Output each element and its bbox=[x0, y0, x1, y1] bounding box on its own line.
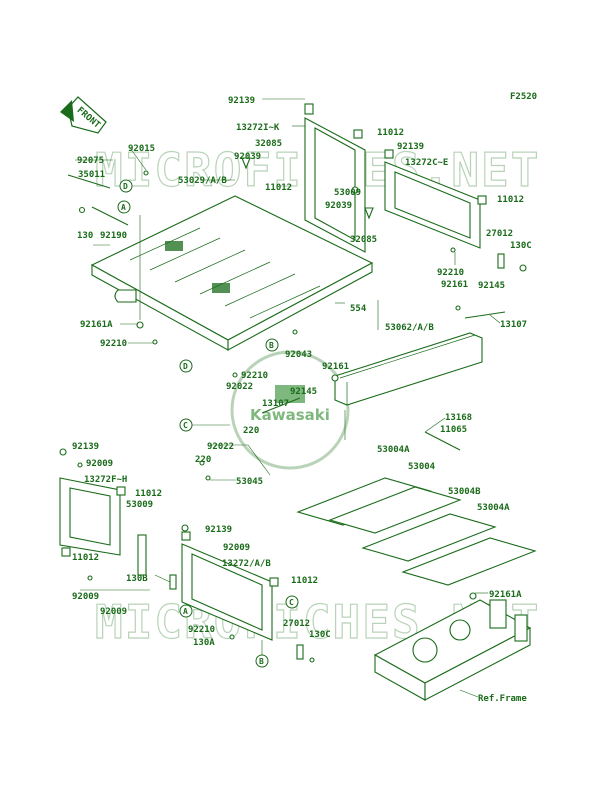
part-label: 92043 bbox=[285, 350, 312, 360]
part-label: 92190 bbox=[100, 231, 127, 241]
part-label: 92145 bbox=[478, 281, 505, 291]
part-label: 13272F~H bbox=[84, 475, 127, 485]
part-label: 13107 bbox=[262, 399, 289, 409]
part-label: 130C bbox=[309, 630, 331, 640]
part-label: 220 bbox=[243, 426, 259, 436]
callout-marker: B bbox=[265, 338, 279, 352]
front-arrow-icon: FRONT bbox=[60, 96, 107, 134]
fasteners bbox=[59, 157, 527, 663]
part-label: Ref.Frame bbox=[478, 694, 527, 704]
side-panel-lower-left bbox=[59, 477, 147, 576]
leader-lines bbox=[75, 98, 501, 698]
part-label: 92039 bbox=[325, 201, 352, 211]
part-label: 27012 bbox=[486, 229, 513, 239]
part-label: 92161A bbox=[80, 320, 113, 330]
callout-marker: D bbox=[179, 359, 193, 373]
callout-letter: D bbox=[123, 182, 128, 191]
part-label: 53062/A/B bbox=[385, 323, 434, 333]
part-label: 92139 bbox=[205, 525, 232, 535]
part-label: 92210 bbox=[241, 371, 268, 381]
brand-label: Kawasaki bbox=[250, 406, 330, 424]
part-label: 13168 bbox=[445, 413, 472, 423]
part-label: 92161 bbox=[441, 280, 468, 290]
callout-letter: B bbox=[269, 341, 274, 350]
part-label: 53004B bbox=[448, 487, 481, 497]
part-label: 11012 bbox=[497, 195, 524, 205]
part-label: 92009 bbox=[72, 592, 99, 602]
callout-letter: B bbox=[259, 657, 264, 666]
part-label: 130C bbox=[510, 241, 532, 251]
side-rail-long bbox=[334, 332, 483, 440]
part-label: 53009 bbox=[334, 188, 361, 198]
part-label: 92161A bbox=[489, 590, 522, 600]
part-label: 92139 bbox=[397, 142, 424, 152]
part-label: 11012 bbox=[265, 183, 292, 193]
part-label: 53009 bbox=[126, 500, 153, 510]
part-label: 11012 bbox=[72, 553, 99, 563]
kawasaki-logo-icon: Kawasaki bbox=[230, 350, 350, 470]
callout-marker: B bbox=[255, 654, 269, 668]
part-label: 13107 bbox=[500, 320, 527, 330]
callout-marker: C bbox=[285, 595, 299, 609]
callout-marker: C bbox=[179, 418, 193, 432]
part-label: 92009 bbox=[223, 543, 250, 553]
part-label: 53004A bbox=[377, 445, 410, 455]
part-label: 35011 bbox=[78, 170, 105, 180]
front-panel-upper bbox=[304, 103, 366, 253]
part-label: 53045 bbox=[236, 477, 263, 487]
floor-mats bbox=[296, 477, 537, 586]
part-label: 11012 bbox=[377, 128, 404, 138]
part-label: 130 bbox=[77, 231, 93, 241]
callout-letter: C bbox=[289, 598, 294, 607]
callout-letter: D bbox=[183, 362, 188, 371]
part-label: 92139 bbox=[228, 96, 255, 106]
part-labels: 92139 13272I~K 11012 92139 32085 92039 1… bbox=[72, 96, 532, 704]
part-label: 11065 bbox=[440, 425, 467, 435]
part-label: 92009 bbox=[100, 607, 127, 617]
part-label: 11012 bbox=[291, 576, 318, 586]
part-label: 92075 bbox=[77, 156, 104, 166]
part-label: 92022 bbox=[207, 442, 234, 452]
reference-frame bbox=[373, 599, 532, 701]
part-label: 92139 bbox=[72, 442, 99, 452]
part-label: 53004A bbox=[477, 503, 510, 513]
part-label: 92039 bbox=[234, 152, 261, 162]
part-label: 27012 bbox=[283, 619, 310, 629]
side-panel-upper-right bbox=[384, 149, 505, 269]
part-label: 92015 bbox=[128, 144, 155, 154]
part-label: 92210 bbox=[188, 625, 215, 635]
part-label: 92210 bbox=[437, 268, 464, 278]
part-label: 53004 bbox=[408, 462, 436, 472]
cargo-bed-deck bbox=[90, 195, 374, 351]
part-label: 53029/A/B bbox=[178, 176, 227, 186]
part-label: 13272C~E bbox=[405, 158, 448, 168]
callouts: D A B D C A C B bbox=[117, 179, 299, 668]
part-label: 220 bbox=[195, 455, 211, 465]
part-label: 92009 bbox=[86, 459, 113, 469]
front-panel-lower bbox=[169, 531, 304, 660]
part-label: 11012 bbox=[135, 489, 162, 499]
part-label: 92022 bbox=[226, 382, 253, 392]
callout-marker: A bbox=[179, 604, 193, 618]
part-label: 130A bbox=[193, 638, 215, 648]
figure-code: F2520 bbox=[510, 92, 537, 102]
part-label: 32085 bbox=[255, 139, 282, 149]
part-label: 130B bbox=[126, 574, 148, 584]
part-label: 92210 bbox=[100, 339, 127, 349]
callout-letter: A bbox=[121, 203, 126, 212]
part-label: 92161 bbox=[322, 362, 349, 372]
part-label: 32085 bbox=[350, 235, 377, 245]
callout-marker: D bbox=[119, 179, 133, 193]
callout-letter: C bbox=[183, 421, 188, 430]
part-label: 554 bbox=[350, 304, 367, 314]
callout-letter: A bbox=[183, 607, 188, 616]
part-label: 13272/A/B bbox=[222, 559, 271, 569]
part-label: 92145 bbox=[290, 387, 317, 397]
part-label: 13272I~K bbox=[236, 123, 280, 133]
callout-marker: A bbox=[117, 200, 131, 214]
